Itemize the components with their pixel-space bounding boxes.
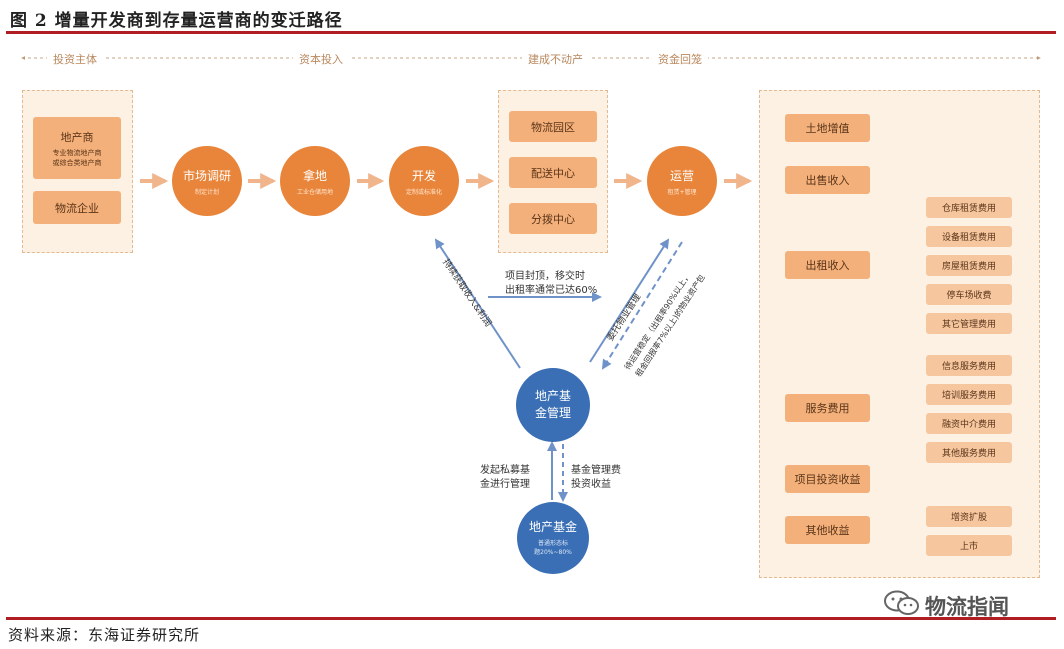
- stage-label-investor: 投资主体: [47, 51, 103, 67]
- bottom-rule: [6, 617, 1056, 620]
- fund-manager-circle: 地产基 金管理: [516, 368, 590, 442]
- real-estate-fund-sub2: 题20%~80%: [534, 549, 572, 556]
- service-item-training: 培训服务费用: [926, 384, 1012, 405]
- land-appreciation-box: 土地增值: [785, 114, 870, 142]
- fund-manager-label-1: 地产基: [534, 389, 571, 403]
- developer-label: 地产商: [60, 130, 94, 144]
- sorting-center-box: 分拨中心: [509, 203, 597, 234]
- stage-label-capital: 资本投入: [293, 51, 349, 67]
- top-rule: [6, 31, 1056, 34]
- rental-item-equipment: 设备租赁费用: [926, 226, 1012, 247]
- other-item-label: 增资扩股: [950, 513, 987, 523]
- developer-sub1: 专业物流地产商: [52, 148, 102, 157]
- development-circle: 开发 定制或标准化: [389, 146, 459, 216]
- service-item-information: 信息服务费用: [926, 355, 1012, 376]
- land-appreciation-label: 土地增值: [805, 122, 850, 135]
- rental-item-management: 其它管理费用: [926, 313, 1012, 334]
- stage-label-property: 建成不动产: [522, 51, 589, 67]
- flow-stable-assets: [601, 241, 683, 370]
- rental-item-label: 仓库租赁费用: [941, 204, 996, 214]
- land-acquisition-label: 拿地: [302, 168, 327, 183]
- rental-item-label: 其它管理费用: [941, 320, 996, 330]
- fund-manager-label-2: 金管理: [534, 406, 571, 420]
- logistics-park-box: 物流园区: [509, 111, 597, 142]
- service-item-label: 其他服务费用: [941, 449, 996, 459]
- land-acquisition-sub: 工业仓储用地: [296, 188, 333, 196]
- revenue-panel: [759, 90, 1040, 578]
- development-label: 开发: [411, 168, 436, 183]
- wechat-icon: [884, 590, 919, 615]
- operation-sub: 租赁+管理: [667, 188, 697, 196]
- investment-income-box: 项目投资收益: [785, 465, 870, 493]
- logistics-company-box: 物流企业: [33, 191, 121, 224]
- other-item-ipo: 上市: [926, 535, 1012, 556]
- service-item-other: 其他服务费用: [926, 442, 1012, 463]
- land-acquisition-circle: 拿地 工业仓储用地: [280, 146, 350, 216]
- rental-item-building: 房屋租赁费用: [926, 255, 1012, 276]
- other-item-label: 上市: [959, 542, 978, 552]
- service-item-label: 信息服务费用: [941, 362, 996, 372]
- raise-note-1: 发起私募基: [480, 465, 530, 476]
- service-fee-box: 服务费用: [785, 394, 870, 422]
- real-estate-fund-label: 地产基金: [528, 520, 577, 534]
- service-fee-label: 服务费用: [805, 402, 850, 415]
- sales-income-label: 出售收入: [805, 174, 850, 187]
- flow-fund-to-develop: [434, 238, 521, 369]
- fee-note-1: 基金管理费: [571, 465, 621, 476]
- watermark-text: 物流指闻: [925, 595, 1009, 619]
- rental-item-label: 房屋租赁费用: [941, 262, 996, 272]
- rental-income-box: 出租收入: [785, 251, 870, 279]
- service-item-label: 融资中介费用: [941, 420, 996, 430]
- rental-income-label: 出租收入: [805, 259, 850, 272]
- handover-note-2: 出租率通常已达60%: [505, 285, 598, 296]
- sorting-center-label: 分拨中心: [531, 212, 575, 226]
- figure-title: 图 2 增量开发商到存量运营商的变迁路径: [10, 11, 343, 31]
- rental-item-label: 设备租赁费用: [941, 233, 996, 243]
- development-sub: 定制或标准化: [405, 188, 442, 196]
- market-research-label: 市场调研: [182, 168, 231, 183]
- real-estate-fund-circle: 地产基金 普通形态标 题20%~80%: [517, 502, 589, 574]
- rental-item-warehouse: 仓库租赁费用: [926, 197, 1012, 218]
- distribution-center-box: 配送中心: [509, 157, 597, 188]
- rental-item-parking: 停车场收费: [926, 284, 1012, 305]
- sales-income-box: 出售收入: [785, 166, 870, 194]
- handover-note-1: 项目封顶，移交时: [505, 271, 585, 282]
- investment-income-label: 项目投资收益: [794, 473, 861, 486]
- other-income-label: 其他收益: [805, 524, 850, 537]
- operation-label: 运营: [669, 168, 694, 183]
- developer-sub2: 或综合类地产商: [52, 158, 102, 167]
- operation-circle: 运营 租赁+管理: [647, 146, 717, 216]
- distribution-center-label: 配送中心: [531, 166, 575, 180]
- logistics-company-label: 物流企业: [55, 201, 99, 215]
- other-item-capital-increase: 增资扩股: [926, 506, 1012, 527]
- other-income-box: 其他收益: [785, 516, 870, 544]
- developer-box: 地产商 专业物流地产商 或综合类地产商: [33, 117, 121, 179]
- market-research-circle: 市场调研 制定计划: [172, 146, 242, 216]
- stage-label-payback: 资金回笼: [652, 51, 708, 67]
- source-note: 资料来源：东海证券研究所: [8, 626, 201, 644]
- service-item-financing: 融资中介费用: [926, 413, 1012, 434]
- market-research-sub: 制定计划: [194, 188, 219, 196]
- flow-entrust: [589, 238, 670, 363]
- real-estate-fund-sub1: 普通形态标: [537, 540, 568, 547]
- service-item-label: 培训服务费用: [941, 391, 996, 401]
- raise-note-2: 金进行管理: [480, 479, 530, 490]
- logistics-park-label: 物流园区: [531, 120, 575, 134]
- fee-note-2: 投资收益: [571, 479, 611, 490]
- rental-item-label: 停车场收费: [946, 291, 992, 301]
